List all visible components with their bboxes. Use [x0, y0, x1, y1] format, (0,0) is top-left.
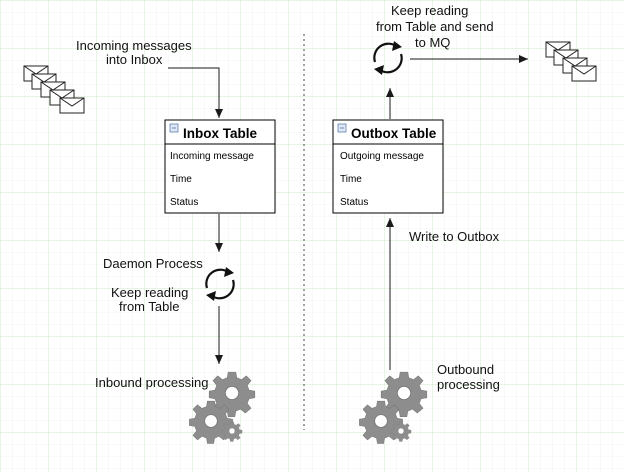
- keep-reading-outbox-line3: to MQ: [415, 35, 450, 50]
- outbox-row-time: Time: [340, 174, 362, 185]
- write-to-outbox-label: Write to Outbox: [409, 229, 500, 244]
- outbox-row-message: Outgoing message: [340, 151, 424, 162]
- keep-reading-inbox-line2: from Table: [119, 299, 179, 314]
- daemon-process-label: Daemon Process: [103, 256, 203, 271]
- keep-reading-inbox-line1: Keep reading: [111, 285, 188, 300]
- outbox-table[interactable]: Outbox Table Outgoing message Time Statu…: [332, 119, 444, 214]
- outbox-table-title: Outbox Table: [351, 126, 437, 141]
- inbox-row-message: Incoming message: [170, 151, 254, 162]
- outbound-label-line2: processing: [437, 377, 500, 392]
- incoming-label-line2: into Inbox: [106, 52, 163, 67]
- incoming-arrow: [168, 67, 223, 118]
- incoming-label-line1: Incoming messages: [76, 38, 192, 53]
- outbox-row-status: Status: [340, 197, 368, 208]
- outbound-label-line1: Outbound: [437, 362, 494, 377]
- inbox-table-title: Inbox Table: [183, 126, 257, 141]
- inbox-table[interactable]: Inbox Table Incoming message Time Status: [164, 119, 276, 214]
- inbox-row-time: Time: [170, 174, 192, 185]
- keep-reading-outbox-line1: Keep reading: [391, 3, 468, 18]
- inbound-processing-label: Inbound processing: [95, 375, 208, 390]
- keep-reading-outbox-line2: from Table and send: [376, 19, 494, 34]
- inbox-row-status: Status: [170, 197, 198, 208]
